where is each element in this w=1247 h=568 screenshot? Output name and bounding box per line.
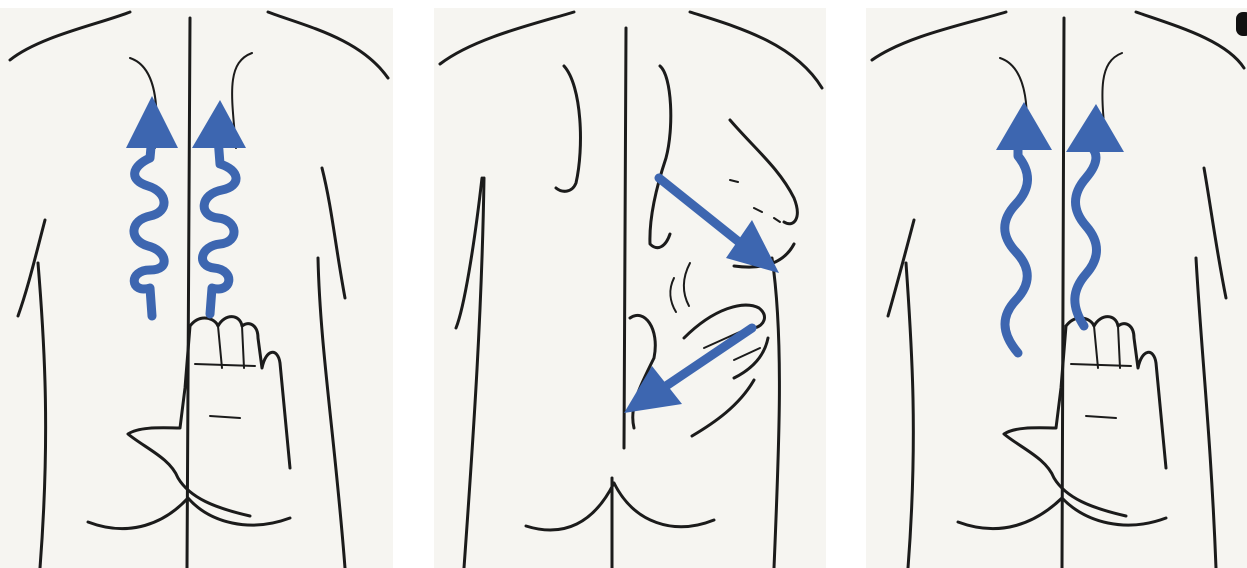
back-figure-2 bbox=[434, 8, 826, 568]
diagonal-arrow-upper bbox=[659, 178, 744, 246]
panel-diagonal-massage bbox=[434, 8, 826, 568]
spiral-arrows bbox=[126, 96, 246, 316]
hand bbox=[128, 317, 290, 516]
wavy-arrow-right bbox=[1075, 148, 1097, 326]
spiral-arrow-left bbox=[134, 136, 164, 316]
arrowhead-lower bbox=[624, 366, 682, 413]
back-outline bbox=[10, 12, 388, 568]
wavy-arrow-left bbox=[1005, 140, 1028, 353]
back-figure-3 bbox=[866, 8, 1247, 568]
upper-hand bbox=[650, 66, 797, 267]
arrowhead-right bbox=[1066, 104, 1124, 152]
motion-lines bbox=[670, 263, 690, 312]
arrowhead-left bbox=[996, 102, 1052, 150]
back-figure-1 bbox=[0, 8, 393, 568]
arrowhead-right bbox=[192, 100, 246, 148]
back-outline bbox=[440, 12, 822, 568]
corner-mark bbox=[1236, 12, 1247, 36]
panel-wavy-massage bbox=[866, 8, 1247, 568]
hand bbox=[1004, 317, 1166, 516]
panel-spiral-massage bbox=[0, 8, 393, 568]
arrowhead-left bbox=[126, 96, 178, 148]
spiral-arrow-right bbox=[203, 138, 237, 314]
